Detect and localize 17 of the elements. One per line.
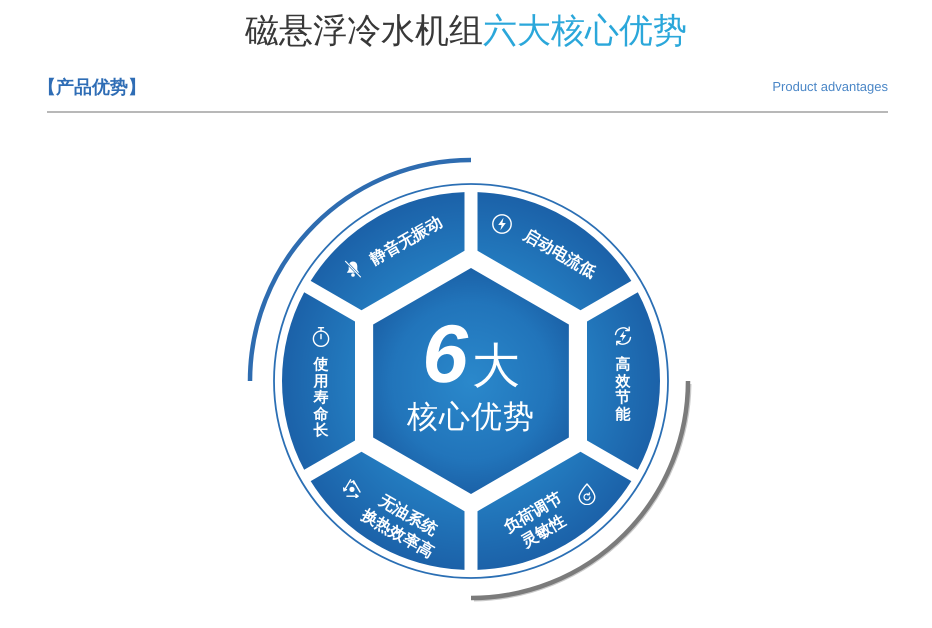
- page-title: 磁悬浮冷水机组六大核心优势: [245, 12, 687, 50]
- segment-label: 静音无振动: [367, 213, 446, 271]
- segment-label: 高效节能: [616, 357, 630, 423]
- center-subtitle: 核心优势: [407, 398, 535, 436]
- center-title: 6大: [422, 314, 520, 396]
- section-subtitle: Product advantages: [772, 79, 888, 96]
- section-heading: 【产品优势】: [38, 76, 146, 99]
- ring-segment: [310, 192, 465, 311]
- segment-label: 使用寿命长: [314, 356, 328, 440]
- ring-segment: [310, 451, 465, 570]
- segment-label: 启动电流低: [520, 226, 599, 284]
- ring-segment: [477, 451, 632, 570]
- ring-segment: [587, 292, 660, 470]
- ring-segment: [477, 192, 632, 311]
- segment-label: 负荷调节灵敏性: [500, 488, 570, 553]
- segment-label: 无油系统换热效率高: [358, 491, 441, 564]
- ring-segment: [282, 292, 355, 470]
